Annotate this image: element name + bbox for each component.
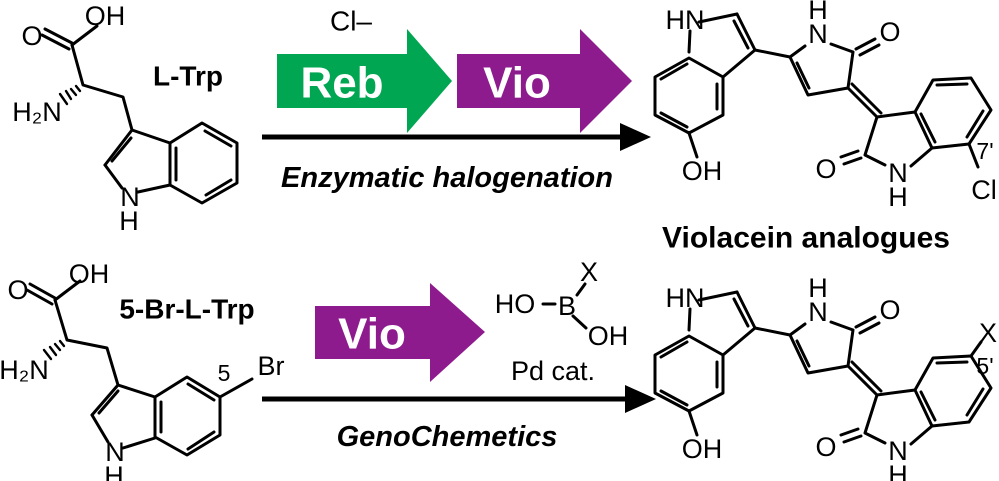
vio-enzyme-arrow-top [457, 29, 632, 133]
indole-h-label-bottom: H [104, 461, 124, 481]
boronic-acid-reagent: HO B X OH Pd cat. [495, 257, 629, 386]
vio-enzyme-label-bottom: Vio [338, 310, 406, 359]
bromo-substituent-label: Br [258, 351, 285, 381]
product-top: 7' Cl [653, 0, 997, 214]
substrate-name-top: L-Trp [153, 61, 223, 92]
top-arrows: Cl– Reb Vio Enzymatic halogenation [262, 6, 651, 194]
indole-h-label: H [119, 206, 139, 236]
reaction-arrowhead-bottom [625, 385, 656, 413]
vio-enzyme-arrow-bottom [315, 283, 485, 382]
br-trp-structure: OH O H₂N N H 5 Br 5-Br-L-Trp [0, 259, 285, 481]
vio-enzyme-label-top: Vio [483, 59, 551, 108]
chloro-substituent-label: Cl [971, 175, 997, 205]
position-label-7prime: 7' [976, 138, 993, 164]
product-bottom: X 5' [653, 271, 997, 481]
position-label-5: 5 [218, 360, 231, 386]
amine-label: H₂N [12, 97, 61, 127]
cl-bond [967, 142, 980, 169]
bottom-arrows: Vio HO B X OH Pd cat. GenoChemetics [262, 257, 656, 453]
x-substituent-label: X [979, 318, 997, 348]
amine-label-bottom: H₂N [0, 355, 49, 385]
l-trp-structure: OH O H₂N N H L-Trp [12, 1, 239, 236]
br-trp-bonds [25, 279, 254, 457]
carboxyl-oh-label-bottom: OH [69, 259, 110, 289]
reb-enzyme-label: Reb [300, 59, 383, 108]
reb-enzyme-arrow [277, 29, 452, 133]
boronic-ho-label: HO [495, 289, 536, 319]
indole-n-label-bottom: N [105, 437, 125, 467]
reaction-caption-bottom: GenoChemetics [337, 421, 558, 453]
pd-catalyst-label: Pd cat. [511, 356, 595, 386]
l-trp-bonds [40, 24, 239, 205]
position-label-5prime: 5' [976, 353, 993, 379]
substrate-name-bottom: 5-Br-L-Trp [119, 294, 254, 325]
x-bond [969, 340, 983, 358]
indole-n-label: N [120, 182, 140, 212]
chloride-label: Cl– [330, 6, 372, 37]
reaction-caption-top: Enzymatic halogenation [281, 162, 613, 194]
carboxyl-o-label-bottom: O [7, 275, 28, 305]
boronic-oh-label: OH [588, 321, 629, 351]
boronic-x-label: X [580, 257, 598, 287]
boron-label: B [558, 291, 576, 321]
carboxyl-oh-label: OH [85, 1, 126, 31]
reaction-arrowhead-top [620, 123, 651, 151]
product-caption: Violacein analogues [662, 222, 950, 255]
carboxyl-o-label: O [21, 21, 42, 51]
